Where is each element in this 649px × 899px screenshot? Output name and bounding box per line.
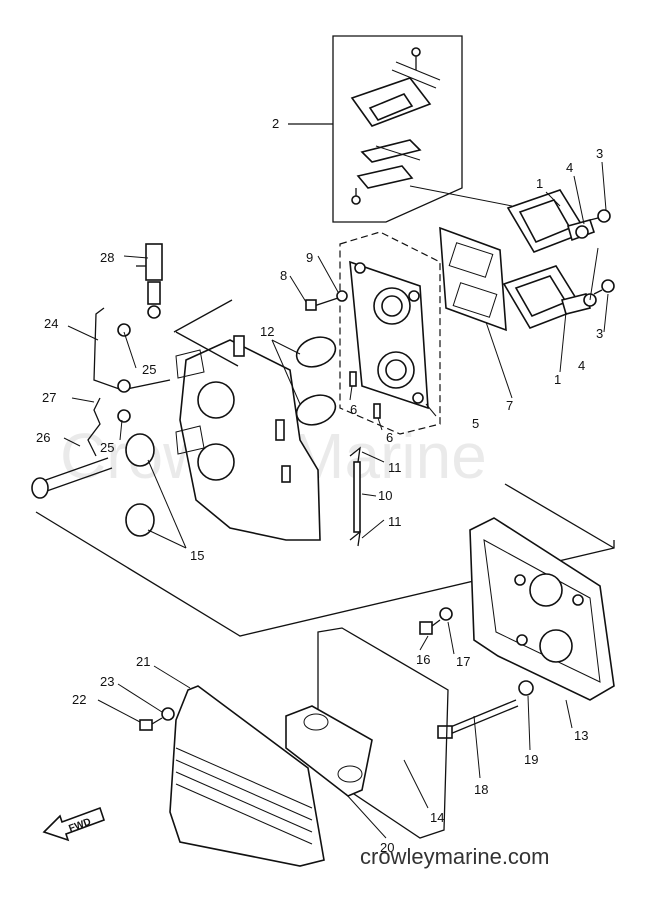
reed-valve-kit-group bbox=[288, 35, 463, 223]
kit-outline bbox=[332, 35, 463, 223]
callout-20: 20 bbox=[380, 840, 394, 855]
o-ring-15-lower bbox=[125, 503, 155, 537]
clip-25-upper bbox=[117, 323, 131, 337]
washer-17 bbox=[439, 607, 453, 621]
callout-8: 8 bbox=[280, 268, 287, 283]
clip-11-lower bbox=[349, 530, 361, 547]
callout-17: 17 bbox=[456, 654, 470, 669]
callout-11-upper: 11 bbox=[388, 460, 402, 475]
gasket-20 bbox=[285, 705, 373, 797]
pin-6-upper bbox=[349, 371, 357, 387]
reed-valve-assembly-upper bbox=[409, 185, 596, 253]
callout-14: 14 bbox=[430, 810, 444, 825]
callout-26: 26 bbox=[36, 430, 50, 445]
callout-1-upper: 1 bbox=[536, 176, 543, 191]
washer-23 bbox=[161, 707, 175, 721]
bolt-16 bbox=[419, 619, 441, 635]
callout-labels: 2 1 4 3 8 9 28 24 12 25 27 26 25 3 4 1 7… bbox=[36, 116, 603, 855]
pin-6-lower bbox=[373, 403, 381, 419]
intake-manifold-5 bbox=[339, 231, 441, 435]
callout-10: 10 bbox=[378, 488, 392, 503]
callout-18: 18 bbox=[474, 782, 488, 797]
rod-10 bbox=[353, 461, 361, 533]
clip-11-upper bbox=[349, 446, 361, 463]
callout-27: 27 bbox=[42, 390, 56, 405]
clip-25-lower bbox=[117, 409, 131, 423]
o-ring-15-upper bbox=[125, 433, 155, 467]
hose-24 bbox=[93, 307, 171, 391]
screw-22 bbox=[139, 717, 163, 731]
shaft-26 bbox=[31, 457, 113, 499]
callout-6-upper: 6 bbox=[350, 402, 357, 417]
callout-9: 9 bbox=[306, 250, 313, 265]
callout-1-lower: 1 bbox=[554, 372, 561, 387]
reed-valve-assembly-lower bbox=[502, 265, 591, 329]
crankcase-block bbox=[175, 335, 321, 541]
callout-4-upper: 4 bbox=[566, 160, 573, 175]
callout-25-lower: 25 bbox=[100, 440, 114, 455]
callout-2: 2 bbox=[272, 116, 279, 131]
callout-6-lower: 6 bbox=[386, 430, 393, 445]
fwd-arrow-icon: FWD bbox=[42, 806, 106, 842]
gasket-12 bbox=[295, 336, 337, 426]
callout-23: 23 bbox=[100, 674, 114, 689]
callout-24: 24 bbox=[44, 316, 58, 331]
callout-4-lower: 4 bbox=[578, 358, 585, 373]
gasket-7 bbox=[439, 226, 507, 332]
callout-7: 7 bbox=[506, 398, 513, 413]
callout-13: 13 bbox=[574, 728, 588, 743]
bolt-8 bbox=[305, 297, 339, 311]
washer-19 bbox=[518, 680, 534, 696]
screw-3-upper bbox=[589, 209, 611, 223]
callout-28: 28 bbox=[100, 250, 114, 265]
callout-3-lower: 3 bbox=[596, 326, 603, 341]
cover-13 bbox=[469, 517, 615, 701]
callout-25-upper: 25 bbox=[142, 362, 156, 377]
washer-4-upper bbox=[575, 225, 589, 239]
leader-lines bbox=[63, 161, 609, 839]
hose-27 bbox=[87, 397, 101, 457]
callout-19: 19 bbox=[524, 752, 538, 767]
group-outline bbox=[35, 511, 615, 637]
bolt-18 bbox=[437, 699, 519, 739]
callout-12: 12 bbox=[260, 324, 274, 339]
callout-16: 16 bbox=[416, 652, 430, 667]
callout-22: 22 bbox=[72, 692, 86, 707]
callout-5: 5 bbox=[472, 416, 479, 431]
primer-pump-28 bbox=[136, 243, 163, 319]
outer-cover-21 bbox=[169, 685, 325, 867]
callout-11-lower: 11 bbox=[388, 514, 402, 529]
callout-21: 21 bbox=[136, 654, 150, 669]
callout-3-upper: 3 bbox=[596, 146, 603, 161]
footer-website: crowleymarine.com bbox=[360, 844, 550, 869]
screw-3-lower bbox=[593, 279, 615, 295]
washer-9 bbox=[336, 290, 348, 302]
callout-15: 15 bbox=[190, 548, 204, 563]
